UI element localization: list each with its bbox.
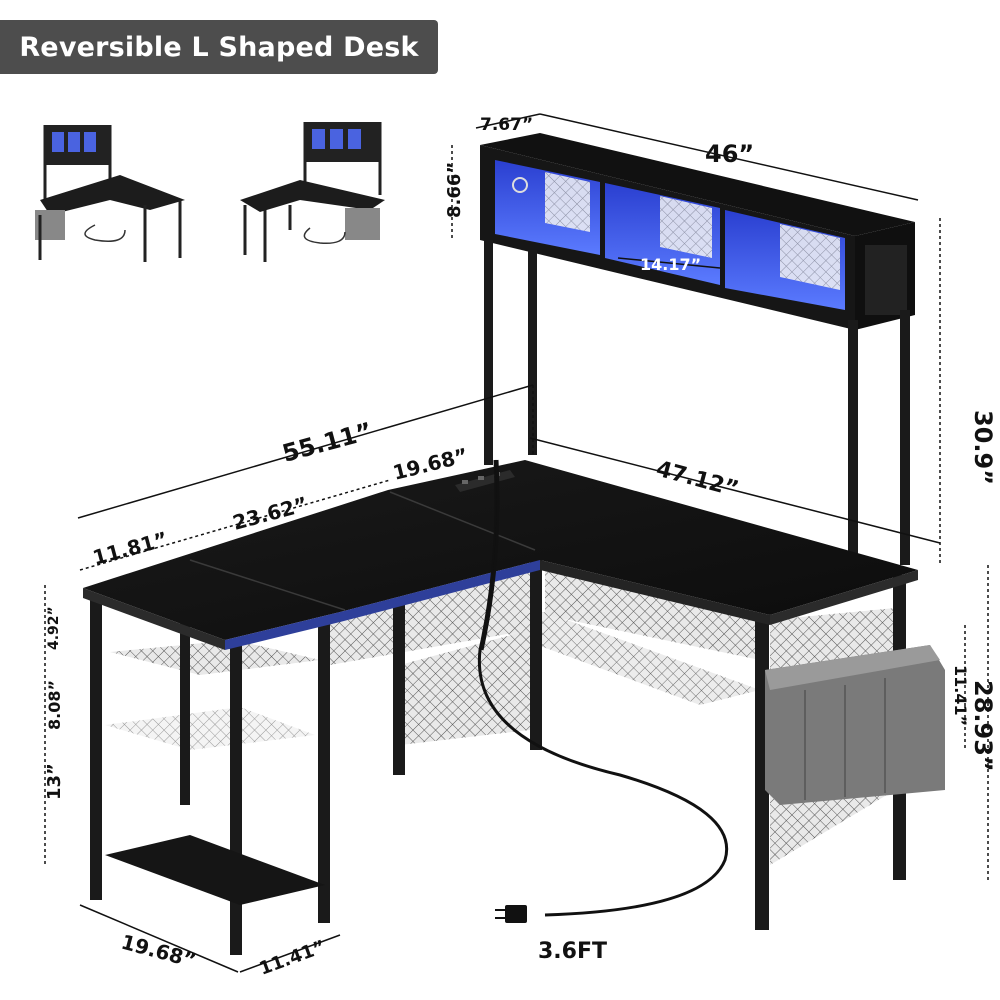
hutch-posts (484, 240, 910, 570)
dim-shelf-section: 11.81” (90, 527, 170, 570)
dim-bottom-gap: 13” (44, 763, 65, 800)
right-configuration-thumbnail (240, 122, 385, 262)
dim-hutch-width: 46” (705, 140, 754, 168)
dim-shelf-gap: 8.08” (45, 680, 64, 730)
title-badge: Reversible L Shaped Desk (0, 20, 438, 74)
storage-bag (765, 645, 945, 805)
dim-long-side: 47.12” (653, 457, 741, 503)
dim-total-length: 55.11” (279, 417, 375, 468)
dim-base-width: 11.41” (257, 936, 329, 979)
dim-hutch-height: 8.66” (444, 162, 465, 218)
dim-desk-height: 28.93” (969, 680, 997, 772)
dim-hutch-total-height: 30.9” (969, 410, 997, 485)
page-title: Reversible L Shaped Desk (19, 31, 419, 63)
dim-hutch-depth: 7.67” (480, 115, 533, 135)
hutch (480, 133, 915, 330)
dim-cable-length: 3.6FT (538, 939, 607, 964)
desk-top (83, 460, 918, 650)
left-configuration-thumbnail (35, 125, 185, 262)
dim-cubby-width: 14.17” (640, 255, 701, 274)
dim-base-depth: 19.68” (119, 930, 199, 973)
dimension-lines (44, 113, 989, 973)
lower-shelf (105, 835, 325, 905)
plug-icon (505, 905, 527, 923)
dim-bag-height: 11.41” (951, 665, 970, 726)
power-cable (477, 459, 729, 923)
dim-top-gap: 4.92” (46, 606, 62, 650)
